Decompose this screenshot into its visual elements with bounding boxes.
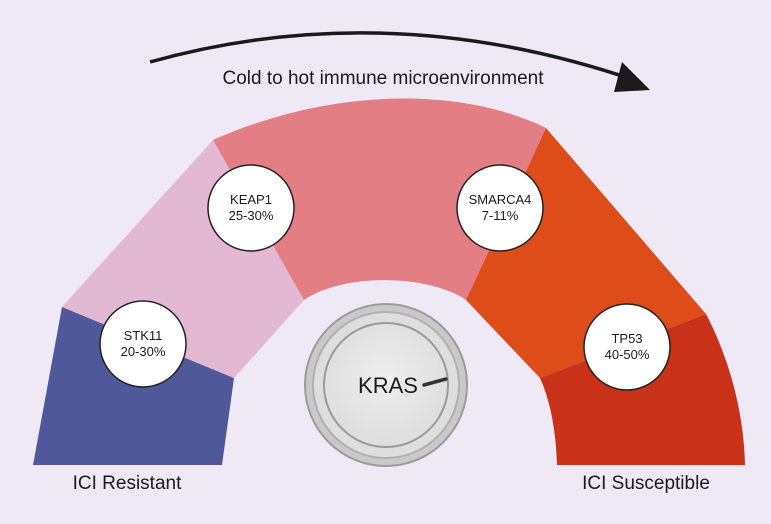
gene-name: TP53 [611, 331, 642, 346]
segment-tp53 [540, 314, 745, 465]
gene-name: SMARCA4 [469, 192, 532, 207]
kras-label: KRAS [358, 373, 418, 398]
kras-dial: KRAS [304, 303, 468, 467]
kras-face [323, 322, 449, 448]
gene-name: STK11 [124, 328, 163, 343]
gene-bubble-stk11: STK11 20-30% [99, 300, 187, 388]
label-ici-resistant: ICI Resistant [73, 473, 182, 494]
gene-range: 20-30% [121, 344, 166, 359]
gene-bubble-tp53: TP53 40-50% [583, 303, 671, 391]
gene-name: KEAP1 [230, 192, 272, 207]
segment-center [213, 98, 546, 300]
gene-bubble-keap1: KEAP1 25-30% [207, 164, 295, 252]
gene-range: 7-11% [482, 208, 519, 223]
arrow-curve [149, 31, 641, 84]
label-ici-susceptible: ICI Susceptible [582, 473, 710, 494]
arrow-head [614, 62, 650, 92]
arrow-label: Cold to hot immune microenvironment [222, 68, 544, 89]
gene-range: 40-50% [605, 347, 650, 362]
kras-needle [422, 377, 448, 387]
gene-bubble-smarca4: SMARCA4 7-11% [456, 164, 544, 252]
gene-range: 25-30% [229, 208, 274, 223]
